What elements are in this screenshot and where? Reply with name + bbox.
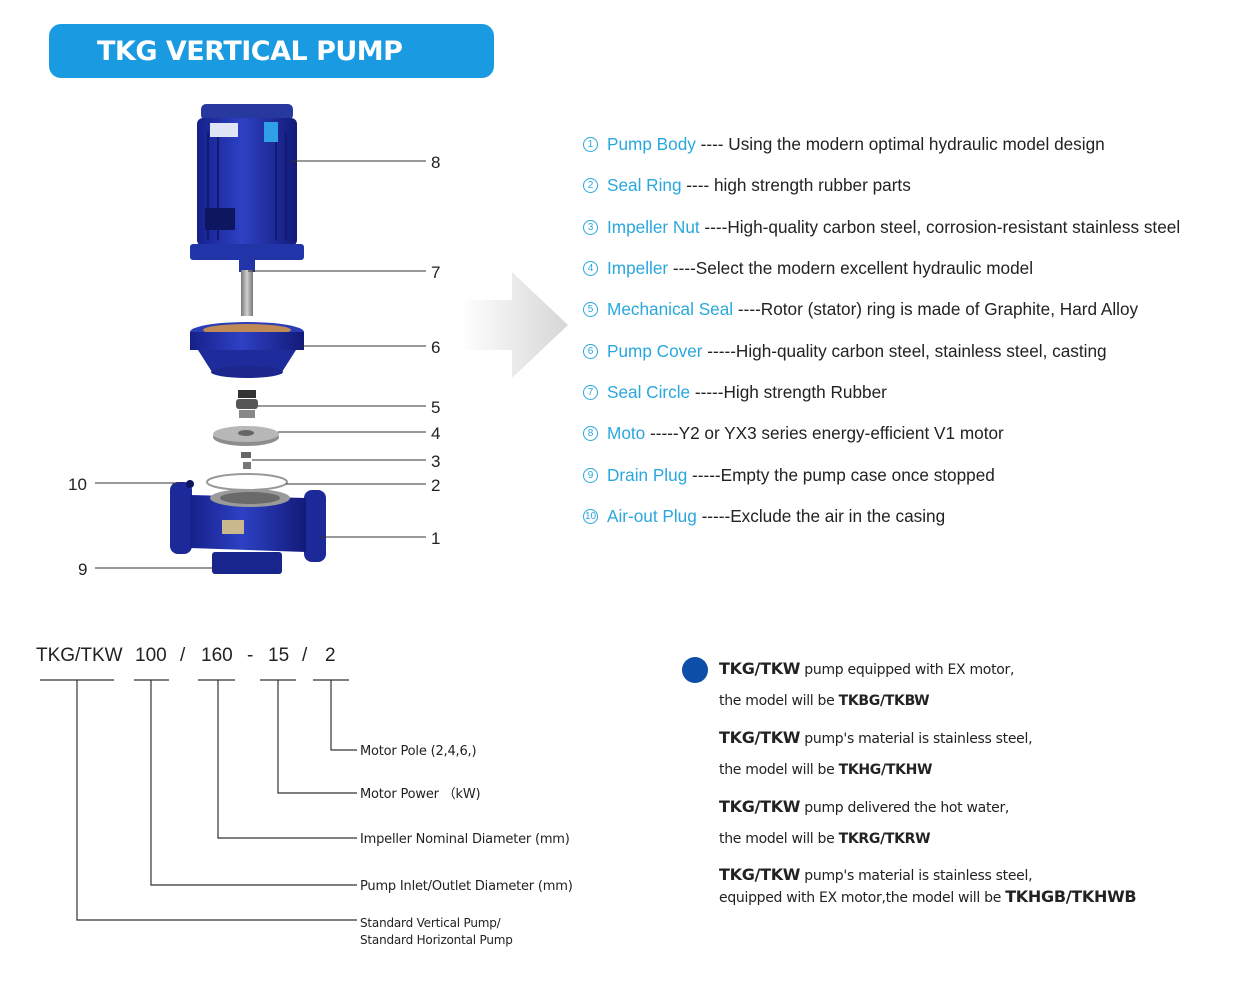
part-number-icon: 10 <box>583 508 598 524</box>
part-description: -----Empty the pump case once stopped <box>687 464 995 485</box>
part-name: Pump Cover <box>607 340 703 361</box>
model-code-dash: - <box>247 645 254 666</box>
part-description: -----Y2 or YX3 series energy-efficient V… <box>645 423 1004 444</box>
callout-3: 3 <box>431 452 440 471</box>
part-item: 10 Air-out Plug -----Exclude the air in t… <box>583 496 1228 537</box>
callout-5: 5 <box>431 398 440 417</box>
part-description: -----High-quality carbon steel, stainles… <box>702 340 1107 361</box>
part-description: ----Select the modern excellent hydrauli… <box>668 258 1034 279</box>
model-code-connectors <box>40 679 357 921</box>
model-code-inlet: 100 <box>135 645 167 666</box>
impeller-nut-part <box>243 462 251 469</box>
part-number-icon: 7 <box>583 384 598 400</box>
motor-part <box>190 104 304 316</box>
model-code-slash: / <box>180 645 186 666</box>
part-item: 7 Seal Circle -----High strength Rubber <box>583 372 1228 413</box>
direction-arrow-icon <box>460 272 568 378</box>
part-description: ----Rotor (stator) ring is made of Graph… <box>733 299 1139 320</box>
part-name: Pump Body <box>607 134 696 155</box>
callout-4: 4 <box>431 424 440 443</box>
part-number-icon: 9 <box>583 467 598 483</box>
note-bullet-icon <box>682 657 708 683</box>
callout-numbers: 8 7 6 5 4 3 2 1 10 9 <box>68 153 440 579</box>
callout-lines <box>95 160 426 569</box>
impeller-part <box>213 426 279 458</box>
pump-cover-part <box>190 322 304 378</box>
seal-ring-part <box>206 473 288 491</box>
note-line: equipped with EX motor,the model will be… <box>719 887 1137 906</box>
part-description: ----High-quality carbon steel, corrosion… <box>699 216 1181 237</box>
model-code-impeller: 160 <box>201 645 233 666</box>
part-number-icon: 5 <box>583 302 598 318</box>
note-line: TKG/TKW pump equipped with EX motor, <box>719 659 1015 678</box>
part-number-icon: 6 <box>583 343 598 359</box>
part-item: 3 Impeller Nut ----High-quality carbon st… <box>583 207 1228 248</box>
part-description: ---- Using the modern optimal hydraulic … <box>695 134 1105 155</box>
page-title: TKG VERTICAL PUMP <box>97 35 403 67</box>
part-name: Seal Circle <box>607 381 691 402</box>
part-description: ---- high strength rubber parts <box>681 175 911 196</box>
callout-7: 7 <box>431 263 440 282</box>
part-name: Air-out Plug <box>607 505 697 526</box>
note-line: TKG/TKW pump's material is stainless ste… <box>719 728 1033 747</box>
note-line: the model will be TKRG/TKRW <box>719 831 931 847</box>
part-number-icon: 8 <box>583 426 598 442</box>
label-standard-horizontal: Standard Horizontal Pump <box>360 933 513 947</box>
part-item: 5 Mechanical Seal ----Rotor (stator) ring… <box>583 289 1228 330</box>
pump-body-part <box>170 480 326 574</box>
part-number-icon: 4 <box>583 261 598 277</box>
part-name: Seal Ring <box>607 175 682 196</box>
part-item: 4 Impeller ----Select the modern excellen… <box>583 248 1228 289</box>
parts-list: 1 Pump Body ---- Using the modern optimal… <box>583 124 1228 537</box>
model-code-slash-2: / <box>302 645 308 666</box>
part-description: -----High strength Rubber <box>690 381 887 402</box>
part-number-icon: 3 <box>583 219 598 235</box>
part-item: 9 Drain Plug -----Empty the pump case onc… <box>583 454 1228 495</box>
callout-6: 6 <box>431 338 440 357</box>
model-code-pole: 2 <box>325 645 336 666</box>
label-standard-vertical: Standard Vertical Pump/ <box>360 916 501 930</box>
part-item: 1 Pump Body ---- Using the modern optimal… <box>583 124 1228 165</box>
callout-1: 1 <box>431 529 440 548</box>
callout-8: 8 <box>431 153 440 172</box>
label-inlet-diameter: Pump Inlet/Outlet Diameter (mm) <box>360 879 573 894</box>
part-number-icon: 2 <box>583 178 598 194</box>
part-name: Mechanical Seal <box>607 299 734 320</box>
note-line: TKG/TKW pump's material is stainless ste… <box>719 865 1033 884</box>
model-code-series: TKG/TKW <box>36 645 123 666</box>
part-name: Moto <box>607 423 646 444</box>
note-line: the model will be TKHG/TKHW <box>719 762 933 778</box>
part-item: 2 Seal Ring ---- high strength rubber par… <box>583 165 1228 206</box>
callout-2: 2 <box>431 476 440 495</box>
model-code-power: 15 <box>268 645 290 666</box>
note-line: the model will be TKBG/TKBW <box>719 693 930 709</box>
callout-9: 9 <box>78 560 87 579</box>
part-name: Drain Plug <box>607 464 688 485</box>
label-motor-pole: Motor Pole (2,4,6,) <box>360 744 477 759</box>
label-impeller-diameter: Impeller Nominal Diameter (mm) <box>360 832 570 847</box>
mechanical-seal-part <box>236 390 258 418</box>
title-banner: TKG VERTICAL PUMP <box>49 24 494 78</box>
part-description: -----Exclude the air in the casing <box>696 505 946 526</box>
part-name: Impeller Nut <box>607 216 700 237</box>
label-motor-power: Motor Power （kW) <box>360 787 481 802</box>
part-item: 6 Pump Cover -----High-quality carbon ste… <box>583 330 1228 371</box>
part-name: Impeller <box>607 258 669 279</box>
part-item: 8 Moto -----Y2 or YX3 series energy-effic… <box>583 413 1228 454</box>
callout-10: 10 <box>68 475 87 494</box>
note-line: TKG/TKW pump delivered the hot water, <box>719 797 1010 816</box>
part-number-icon: 1 <box>583 137 598 153</box>
